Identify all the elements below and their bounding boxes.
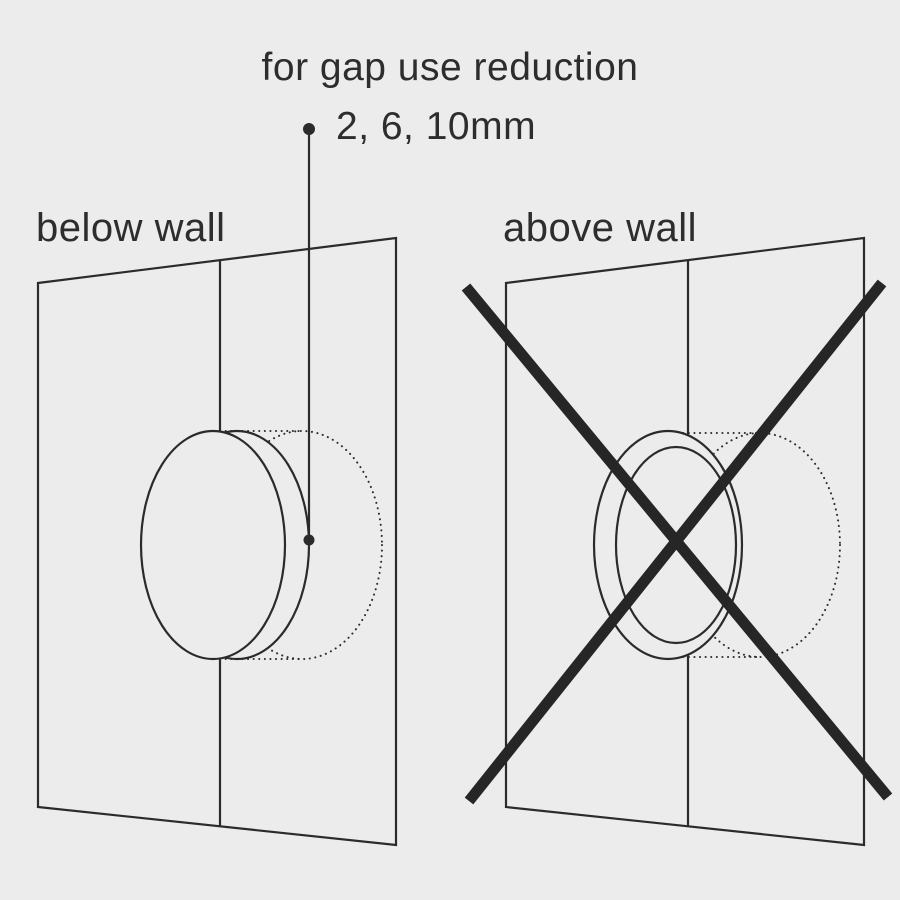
leader-bullet-icon (303, 123, 315, 135)
leader-endpoint-icon (303, 534, 315, 546)
left-socket-face (139, 429, 287, 661)
cross-out-icon (461, 279, 893, 805)
left-panel-outline (36, 236, 398, 847)
right-panel-outline (504, 236, 866, 847)
left-socket-hidden-ellipse (221, 430, 383, 660)
right-socket (592, 429, 841, 661)
annotation-title: for gap use reduction (261, 46, 639, 89)
annotation-values: 2, 6, 10mm (336, 105, 537, 148)
right-diagram-label: above wall (503, 206, 698, 250)
left-diagram-label: below wall (36, 206, 226, 250)
left-socket (139, 429, 383, 661)
cross-stroke-2 (464, 279, 887, 805)
leader-line (303, 123, 315, 546)
